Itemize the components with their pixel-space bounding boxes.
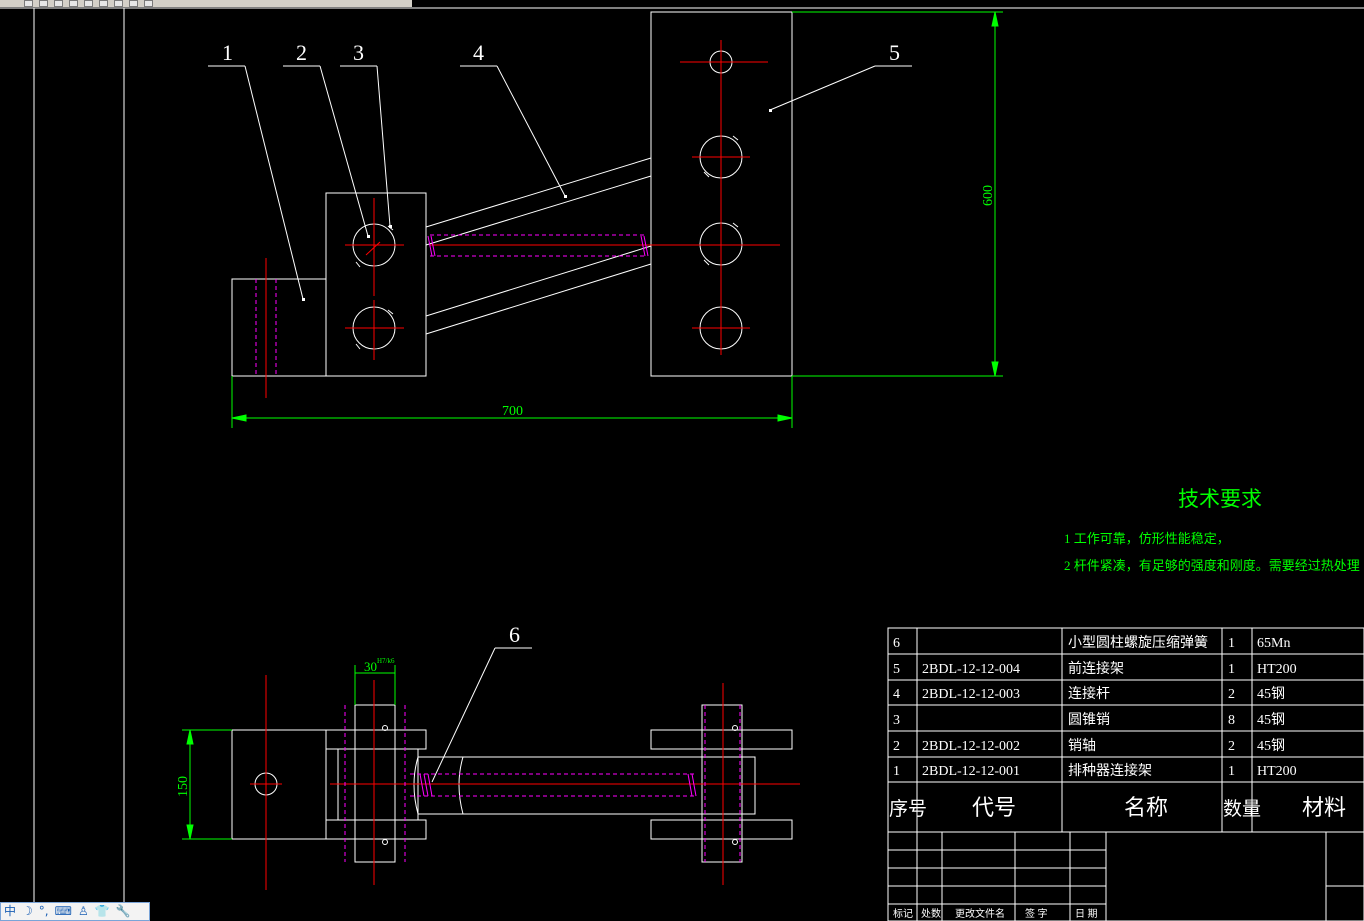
titleblock-count: 处数	[921, 907, 941, 920]
bom-row-qty: 2	[1228, 687, 1235, 702]
zoom-extents-icon[interactable]	[84, 0, 93, 7]
bom-rows: 6 小型圆柱螺旋压缩弹簧 1 65Mn 5 2BDL-12-12-004 前连接…	[893, 635, 1297, 779]
drawing-frame	[0, 7, 1364, 921]
bom-row-name: 连接杆	[1068, 685, 1110, 702]
titleblock-doc: 更改文件名	[955, 907, 1005, 920]
balloon-4: 4	[473, 40, 484, 65]
bom-row-name: 销轴	[1068, 738, 1096, 754]
titleblock-labels: 标记 处数 更改文件名 签 字 日 期	[893, 907, 1098, 920]
balloon-2: 2	[296, 40, 307, 65]
balloon-6: 6	[509, 622, 520, 647]
zoom-previous-icon[interactable]	[54, 0, 63, 7]
pan-icon[interactable]	[69, 0, 78, 7]
leader-dots	[302, 109, 772, 301]
dim-600-label: 600	[981, 185, 996, 206]
bom-header-no: 序号	[889, 798, 927, 820]
bom-header: 序号 代号 名称 数量 材料	[889, 795, 1346, 820]
bom-row-material: HT200	[1257, 764, 1297, 779]
bom-row-no: 1	[893, 764, 900, 779]
bom-header-code: 代号	[972, 795, 1016, 820]
tech-req-item-1: 1 工作可靠，仿形性能稳定，	[1064, 531, 1230, 546]
bom-row-name: 排种器连接架	[1068, 762, 1152, 779]
front-spring	[427, 235, 649, 257]
help-icon[interactable]	[129, 0, 138, 7]
bom-row-qty: 1	[1228, 764, 1235, 779]
bom-row-material: HT200	[1257, 662, 1297, 677]
titleblock-mark: 标记	[893, 908, 913, 920]
bom-row-no: 3	[893, 713, 900, 728]
bom-row-material: 45钢	[1257, 738, 1285, 754]
dim-600	[792, 11, 1003, 377]
cad-toolbar	[0, 0, 412, 8]
bom-row-material: 45钢	[1257, 686, 1285, 702]
leaders-front	[208, 65, 912, 300]
bom-row-material: 65Mn	[1257, 636, 1290, 651]
bom-row-code: 2BDL-12-12-003	[922, 687, 1020, 702]
balloon-1: 1	[222, 40, 233, 65]
dim-700	[231, 376, 793, 428]
leader-6	[431, 647, 532, 783]
balloon-5: 5	[889, 40, 900, 65]
top-centerlines	[250, 675, 800, 890]
bom-row-no: 6	[893, 636, 900, 651]
keyboard-icon[interactable]: ⌨	[54, 904, 72, 918]
bom-row-name: 小型圆柱螺旋压缩弹簧	[1068, 635, 1208, 651]
bom-row-name: 圆锥销	[1068, 712, 1110, 728]
zoom-realtime-icon[interactable]	[24, 0, 33, 7]
dim-30	[354, 665, 396, 705]
bom-header-name: 名称	[1124, 795, 1168, 820]
front-hidden-lines	[255, 234, 645, 376]
tech-req-title: 技术要求	[1178, 487, 1262, 511]
bom-row-qty: 2	[1228, 739, 1235, 754]
user-icon[interactable]: ♙	[77, 904, 89, 918]
top-hidden-lines	[344, 705, 741, 862]
bom-row-qty: 1	[1228, 636, 1235, 651]
titleblock-sign: 签 字	[1025, 907, 1048, 920]
tech-req-item-2: 2 杆件紧凑，有足够的强度和刚度。需要经过热处理	[1064, 558, 1360, 573]
dim-150-label: 150	[176, 776, 191, 797]
bom-row-no: 2	[893, 739, 900, 754]
bom-header-qty: 数量	[1223, 798, 1261, 820]
skin-icon[interactable]: 👕	[94, 904, 110, 918]
dim-700-label: 700	[502, 404, 523, 419]
bom-header-material: 材料	[1302, 795, 1346, 820]
dim-fit-code: H7/k6	[377, 657, 395, 665]
bom-row-name: 前连接架	[1068, 660, 1124, 677]
dim-150	[182, 729, 232, 840]
bom-grid	[887, 627, 1364, 921]
punctuation-icon[interactable]: °,	[38, 904, 49, 918]
front-view	[231, 11, 793, 377]
bom-row-material: 45钢	[1257, 712, 1285, 728]
balloon-3: 3	[353, 40, 364, 65]
redo-icon[interactable]	[144, 0, 153, 7]
wrench-icon[interactable]: 🔧	[115, 904, 131, 918]
dim-30-label: 30	[364, 659, 377, 674]
moon-icon[interactable]: ☽	[22, 904, 33, 918]
bom-row-no: 4	[893, 687, 900, 702]
top-spring	[419, 773, 697, 797]
layer-icon[interactable]	[114, 0, 123, 7]
front-centerlines	[265, 40, 780, 398]
ime-toolbar: 中 ☽ °, ⌨ ♙ 👕 🔧	[0, 902, 150, 921]
bom-row-code: 2BDL-12-12-001	[922, 764, 1020, 779]
properties-icon[interactable]	[99, 0, 108, 7]
ime-language-toggle[interactable]: 中	[4, 904, 17, 918]
bom-row-code: 2BDL-12-12-002	[922, 739, 1020, 754]
bom-row-no: 5	[893, 662, 900, 677]
bom-row-qty: 1	[1228, 662, 1235, 677]
bom-row-code: 2BDL-12-12-004	[922, 662, 1020, 677]
balloon-labels: 1 2 3 4 5	[222, 40, 900, 65]
titleblock-date: 日 期	[1075, 908, 1098, 920]
bom-row-qty: 8	[1228, 713, 1235, 728]
zoom-window-icon[interactable]	[39, 0, 48, 7]
